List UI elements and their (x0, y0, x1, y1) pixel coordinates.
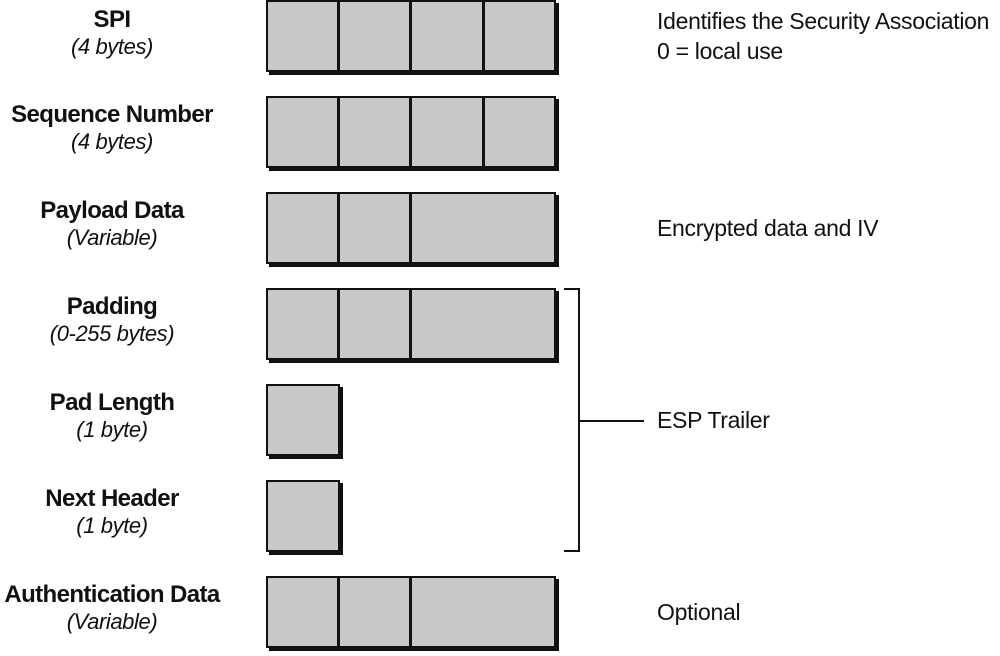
field-size: (4 bytes) (71, 34, 153, 60)
annotation-line: 0 = local use (657, 38, 783, 65)
byte-cell (266, 480, 340, 552)
field-name: Padding (66, 293, 158, 320)
annotation-line: Encrypted data and IV (657, 215, 879, 241)
annotation-line: Optional (657, 599, 741, 625)
byte-cell (483, 0, 556, 72)
byte-cell (410, 96, 484, 168)
byte-cell (483, 96, 556, 168)
field-label-payload-data: Payload Data (Variable) (0, 197, 224, 251)
byte-cell (338, 576, 411, 648)
field-size: (Variable) (66, 609, 158, 635)
field-label-next-header: Next Header (1 byte) (0, 485, 224, 539)
field-name: Pad Length (49, 389, 175, 416)
field-size: (1 byte) (76, 513, 148, 539)
byte-cell (266, 192, 339, 264)
byte-cell (410, 0, 484, 72)
field-name: Authentication Data (4, 581, 220, 608)
annotation-line: Identifies the Security Association (657, 8, 990, 34)
field-name: Sequence Number (11, 101, 213, 128)
field-label-padding: Padding (0-255 bytes) (0, 293, 224, 347)
field-label-pad-length: Pad Length (1 byte) (0, 389, 224, 443)
spi-annotation: Identifies the Security Association 0 = … (657, 6, 989, 67)
byte-cell (338, 192, 411, 264)
annotation-line: ESP Trailer (657, 407, 770, 433)
esp-trailer-annotation: ESP Trailer (657, 405, 770, 435)
authentication-annotation: Optional (657, 597, 741, 627)
byte-cell (266, 96, 339, 168)
byte-cell (338, 288, 411, 360)
field-name: SPI (93, 6, 131, 33)
payload-annotation: Encrypted data and IV (657, 213, 879, 243)
byte-cell (266, 576, 339, 648)
byte-cell (266, 288, 339, 360)
field-size: (Variable) (66, 225, 158, 251)
byte-cell (338, 0, 411, 72)
variable-cell (410, 288, 556, 360)
esp-trailer-bracket-stem (580, 420, 644, 422)
byte-cell (338, 96, 411, 168)
byte-cell (266, 0, 339, 72)
byte-cell (266, 384, 340, 456)
field-name: Payload Data (40, 197, 184, 224)
field-label-spi: SPI (4 bytes) (0, 6, 224, 60)
variable-cell (410, 192, 556, 264)
field-size: (0-255 bytes) (49, 321, 175, 347)
field-label-authentication-data: Authentication Data (Variable) (0, 581, 224, 635)
field-size: (4 bytes) (71, 129, 153, 155)
field-size: (1 byte) (76, 417, 148, 443)
variable-cell (410, 576, 556, 648)
esp-trailer-bracket (564, 288, 580, 552)
field-name: Next Header (45, 485, 179, 512)
field-label-sequence-number: Sequence Number (4 bytes) (0, 101, 224, 155)
